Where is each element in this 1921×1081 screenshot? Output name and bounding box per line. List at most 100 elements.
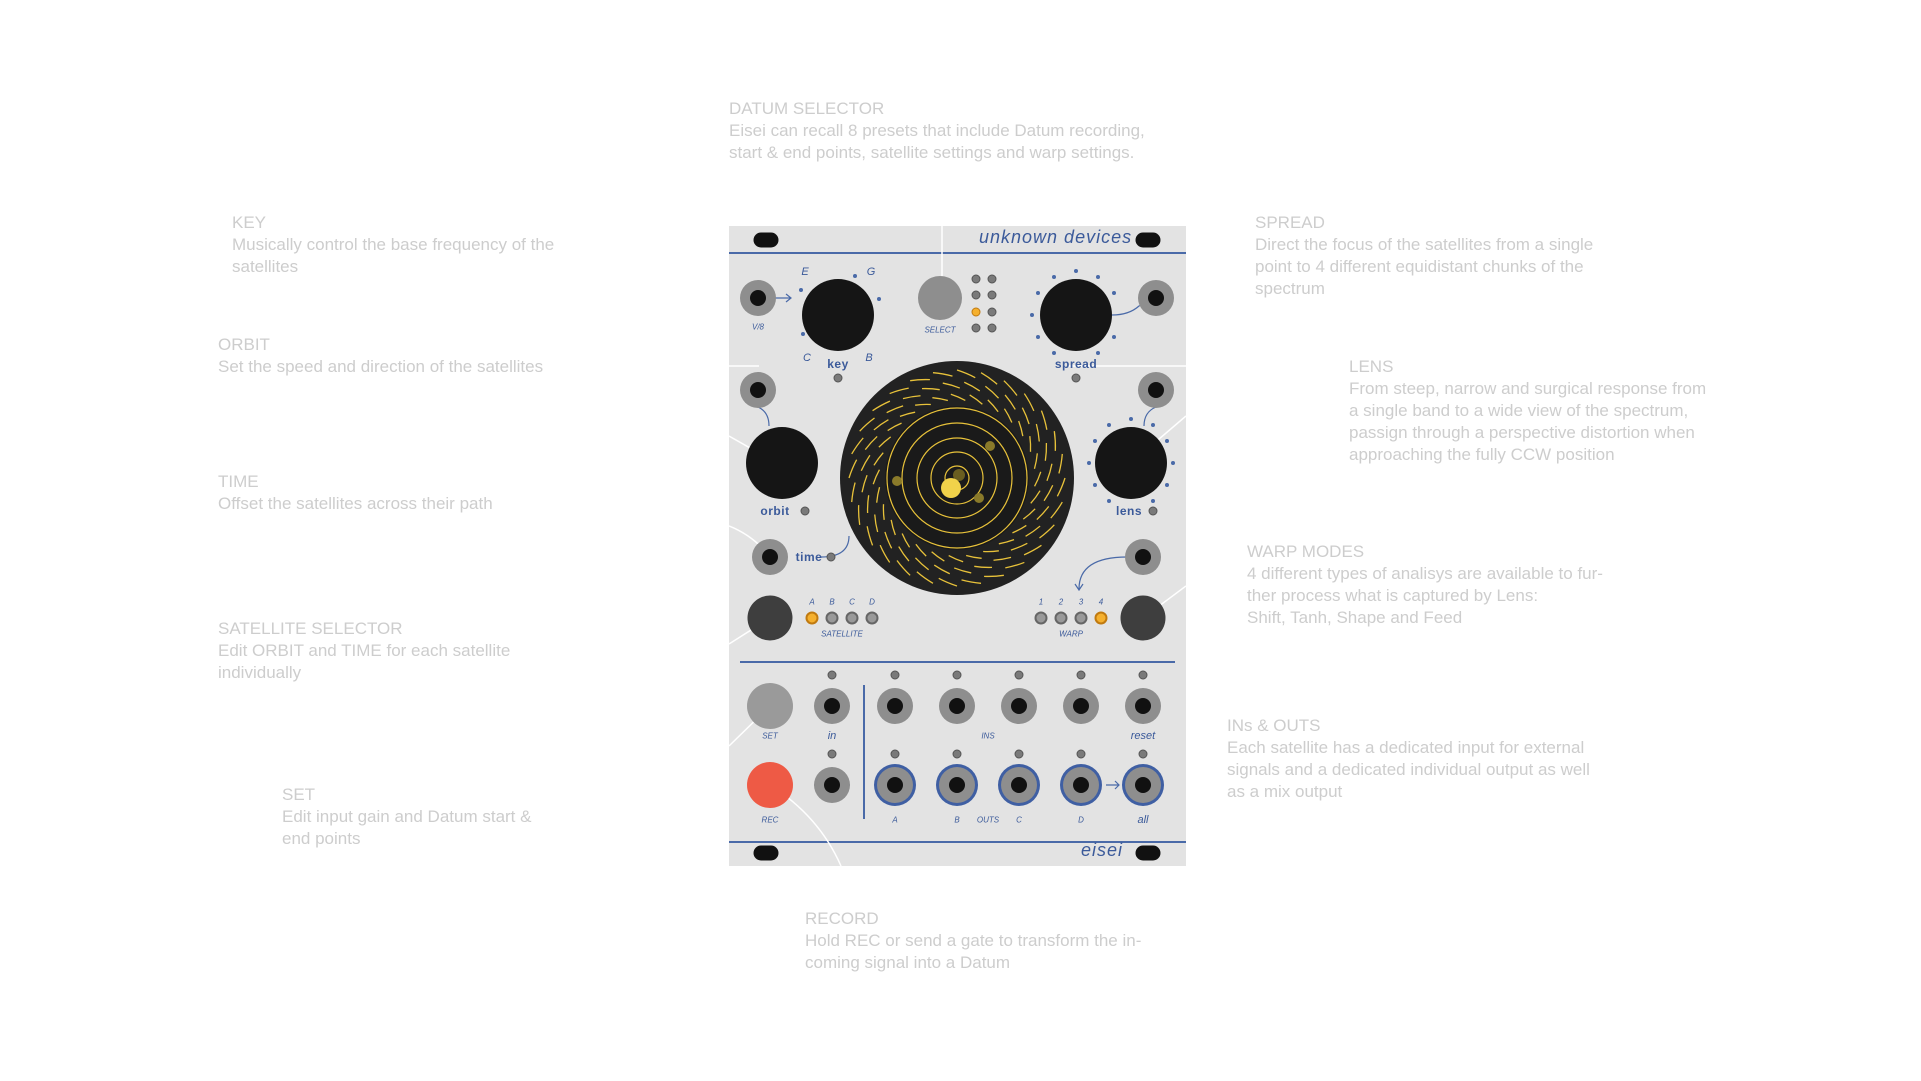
- note-line: Shift, Tanh, Shape and Feed: [1247, 608, 1463, 627]
- lens-cv-jack[interactable]: [1138, 372, 1174, 408]
- key-note-e: E: [801, 266, 809, 278]
- in-c-jack[interactable]: [1001, 688, 1037, 724]
- spectrum-dash: [860, 454, 871, 472]
- out-all-jack[interactable]: [1125, 767, 1161, 803]
- satellite-selector-knob[interactable]: [747, 595, 793, 641]
- rec-gate-jack[interactable]: [814, 767, 850, 803]
- spectrum-dash: [1010, 542, 1028, 551]
- in-a-jack[interactable]: [877, 688, 913, 724]
- arrow-icon: [775, 293, 792, 303]
- arrow-icon: [1106, 780, 1120, 790]
- rec-label: REC: [761, 815, 779, 825]
- spectrum-dash: [898, 546, 910, 562]
- spectrum-dash: [873, 419, 889, 431]
- warp-mode-knob[interactable]: [1120, 595, 1166, 641]
- rec-button[interactable]: [747, 762, 793, 808]
- orbit-knob[interactable]: [746, 427, 818, 499]
- out-c-jack[interactable]: [1001, 767, 1037, 803]
- satellite-led-a[interactable]: [805, 611, 819, 625]
- note-title: TIME: [218, 472, 259, 491]
- note-line: as a mix output: [1227, 782, 1343, 801]
- warp-number: 3: [1078, 597, 1084, 607]
- brand-logo: unknown devices: [979, 227, 1133, 247]
- top-divider: [729, 252, 1186, 254]
- select-button[interactable]: [918, 276, 962, 320]
- jack-led: [890, 670, 900, 680]
- spectrum-dash: [1003, 380, 1018, 396]
- note-title: LENS: [1349, 357, 1394, 376]
- out-b-label: B: [954, 815, 960, 825]
- spectrum-dash: [1046, 463, 1053, 482]
- jack-led: [890, 749, 900, 759]
- preset-led: [987, 307, 997, 317]
- in-jack[interactable]: [814, 688, 850, 724]
- spectrum-dash: [876, 486, 881, 503]
- satellite-letter: D: [869, 597, 875, 607]
- mount-hole: [1135, 845, 1161, 861]
- orbit-ring: [930, 451, 984, 505]
- jack-led: [1138, 670, 1148, 680]
- out-a-label: A: [892, 815, 898, 825]
- note-line: spectrum: [1255, 279, 1325, 298]
- mount-hole: [1135, 232, 1161, 248]
- warp-led-2[interactable]: [1054, 611, 1068, 625]
- spread-cv-jack[interactable]: [1138, 280, 1174, 316]
- key-knob[interactable]: [802, 279, 874, 351]
- lens-label: lens: [1115, 504, 1143, 518]
- preset-led: [971, 307, 981, 317]
- spectrum-dash: [953, 567, 972, 574]
- note-line: start & end points, satellite settings a…: [729, 143, 1135, 162]
- spectrum-dash: [1005, 561, 1025, 569]
- active-satellite-dot: [941, 478, 961, 498]
- preset-led: [971, 323, 981, 333]
- voct-jack[interactable]: [740, 280, 776, 316]
- spectrum-dash: [874, 514, 879, 533]
- spectrum-dash: [857, 505, 861, 525]
- warp-led-1[interactable]: [1034, 611, 1048, 625]
- spectrum-dash: [884, 531, 893, 549]
- out-a-jack[interactable]: [877, 767, 913, 803]
- spectrum-dash: [886, 405, 904, 414]
- satellite-led-c[interactable]: [845, 611, 859, 625]
- warp-cv-jack[interactable]: [1125, 539, 1161, 575]
- set-button[interactable]: [747, 683, 793, 729]
- orbit-cv-jack[interactable]: [740, 372, 776, 408]
- spread-knob[interactable]: [1040, 279, 1112, 351]
- out-d-jack[interactable]: [1063, 767, 1099, 803]
- scale-dots: [799, 269, 1175, 503]
- time-cv-jack[interactable]: [752, 539, 788, 575]
- note-title: INs & OUTS: [1227, 716, 1321, 735]
- note-title: SATELLITE SELECTOR: [218, 619, 403, 638]
- preset-led: [971, 274, 981, 284]
- spectrum-dash: [1036, 505, 1050, 521]
- key-note-c: C: [803, 352, 811, 364]
- satellite-letter: B: [829, 597, 835, 607]
- in-d-jack[interactable]: [1063, 688, 1099, 724]
- spectrum-dash: [864, 435, 878, 451]
- note-line: end points: [282, 829, 361, 848]
- warp-led-4[interactable]: [1094, 611, 1108, 625]
- spread-led: [1071, 373, 1081, 383]
- lens-knob[interactable]: [1095, 427, 1167, 499]
- warp-number: 4: [1098, 597, 1104, 607]
- reset-jack[interactable]: [1125, 688, 1161, 724]
- time-led: [826, 552, 836, 562]
- spectrum-dash: [983, 550, 999, 553]
- spectrum-dash: [915, 403, 931, 406]
- set-label: SET: [762, 731, 778, 741]
- spectrum-dash: [1021, 407, 1030, 425]
- warp-led-3[interactable]: [1074, 611, 1088, 625]
- spectrum-dash: [890, 519, 896, 536]
- spectrum-dash: [1030, 490, 1041, 504]
- out-b-jack[interactable]: [939, 767, 975, 803]
- in-b-jack[interactable]: [939, 688, 975, 724]
- satellite-dot: [985, 441, 995, 451]
- satellite-led-d[interactable]: [865, 611, 879, 625]
- satellite-led-b[interactable]: [825, 611, 839, 625]
- note-line: satellites: [232, 257, 299, 276]
